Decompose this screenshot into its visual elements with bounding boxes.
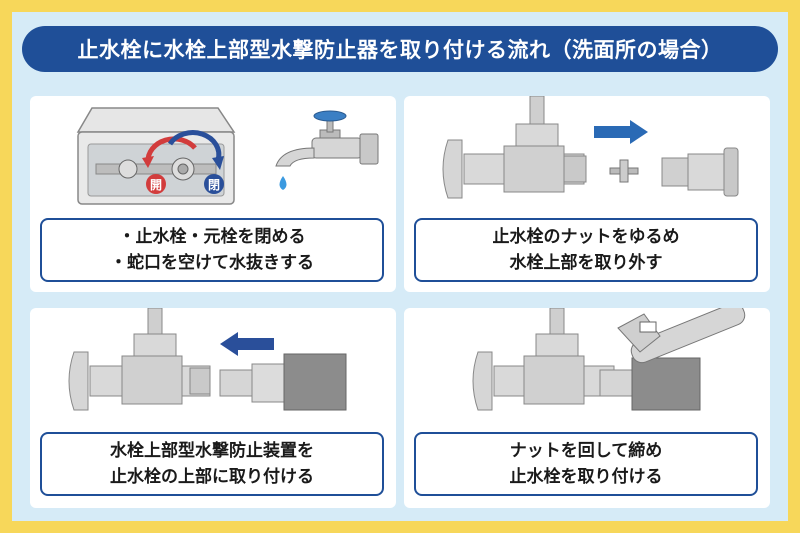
valve-removal-illustration <box>442 96 739 199</box>
step-panel-3: 水栓上部型水撃防止装置を 止水栓の上部に取り付ける <box>30 308 396 508</box>
left-arrow-icon <box>220 332 274 356</box>
wrench-icon <box>617 308 746 364</box>
step-panel-1: 開 閉 ・止水栓・元栓を閉める ・蛇口を空けて水抜きする <box>30 96 396 292</box>
arrester-attach-illustration <box>68 308 347 411</box>
faucet-icon <box>275 110 379 167</box>
tighten-nut-illustration <box>472 308 746 411</box>
step-panel-2: 止水栓のナットをゆるめ 水栓上部を取り外す <box>404 96 770 292</box>
close-label: 閉 <box>208 178 220 192</box>
valve-box-illustration: 開 閉 <box>76 107 379 205</box>
step-caption-3: 水栓上部型水撃防止装置を 止水栓の上部に取り付ける <box>40 432 384 496</box>
open-label: 開 <box>150 178 162 192</box>
caption-line: 水栓上部を取り外す <box>509 253 663 273</box>
right-arrow-icon <box>594 120 648 144</box>
water-drop-icon <box>279 176 287 190</box>
step-panel-4: ナットを回して締め 止水栓を取り付ける <box>404 308 770 508</box>
page-title: 止水栓に水栓上部型水撃防止器を取り付ける流れ（洗面所の場合） <box>22 26 778 72</box>
step-caption-4: ナットを回して締め 止水栓を取り付ける <box>414 432 758 496</box>
caption-line: ・蛇口を空けて水抜きする <box>110 253 314 273</box>
caption-line: 水栓上部型水撃防止装置を <box>110 441 314 461</box>
caption-line: ・止水栓・元栓を閉める <box>118 227 306 247</box>
caption-line: ナットを回して締め <box>509 441 663 461</box>
red-arrow-icon <box>142 156 154 168</box>
caption-line: 止水栓を取り付ける <box>509 467 663 487</box>
blue-arrow-icon <box>212 156 224 170</box>
caption-line: 止水栓のナットをゆるめ <box>492 227 680 247</box>
step-caption-2: 止水栓のナットをゆるめ 水栓上部を取り外す <box>414 218 758 282</box>
caption-line: 止水栓の上部に取り付ける <box>110 467 314 487</box>
step-caption-1: ・止水栓・元栓を閉める ・蛇口を空けて水抜きする <box>40 218 384 282</box>
